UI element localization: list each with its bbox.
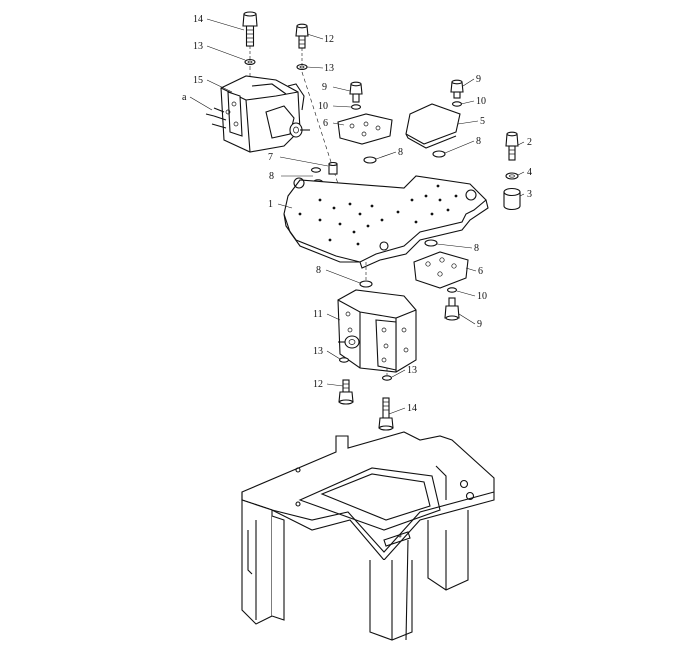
o-ring-8-c (310, 167, 322, 173)
callout-7: 7 (268, 152, 273, 163)
washer-13-lower-left (338, 357, 350, 363)
o-ring-8-f (359, 280, 373, 288)
o-ring-8-e (424, 239, 438, 247)
bolt-2 (505, 131, 519, 161)
bolt-9-lower (444, 297, 460, 321)
callout-11: 11 (313, 309, 323, 320)
callout-12-lower: 12 (313, 379, 323, 390)
callout-9-lower: 9 (477, 319, 482, 330)
callout-9-upper-right: 9 (476, 74, 481, 85)
washer-13-upper-right (296, 63, 308, 71)
callout-13-lower-left: 13 (313, 346, 323, 357)
callout-14-upper: 14 (193, 14, 203, 25)
bolt-9-upper-right (450, 79, 464, 99)
pump-15 (205, 75, 310, 153)
callout-8-center: 8 (398, 147, 403, 158)
pump-11 (337, 289, 417, 373)
washer-13-upper (244, 58, 256, 66)
callout-13-upper-left: 13 (193, 41, 203, 52)
o-ring-8-b (432, 150, 446, 158)
callout-5: 5 (480, 116, 485, 127)
washer-13-lower-right (381, 375, 393, 381)
callout-8-lower-left: 8 (316, 265, 321, 276)
callout-4: 4 (527, 167, 532, 178)
callout-labels: 14 13 15 a 12 13 9 10 6 9 10 5 8 8 7 8 2… (182, 14, 532, 414)
callout-14-lower: 14 (407, 403, 417, 414)
fitting-7 (328, 161, 338, 175)
o-ring-8-a (363, 156, 377, 164)
washer-10-upper-right (451, 101, 463, 107)
callout-2: 2 (527, 137, 532, 148)
washer-10-upper-left (350, 104, 362, 110)
bolt-14-lower (378, 397, 394, 431)
spacer-3 (503, 187, 521, 211)
callout-9-upper-left: 9 (322, 82, 327, 93)
mounting-plate-1 (283, 175, 489, 269)
callout-a: a (182, 92, 187, 103)
callout-13-upper-right: 13 (324, 63, 334, 74)
callout-8-left: 8 (269, 171, 274, 182)
callout-15: 15 (193, 75, 203, 86)
bolt-9-upper-left (349, 81, 363, 103)
callout-13-lower-right: 13 (407, 365, 417, 376)
bolt-12-lower (338, 379, 354, 405)
bolt-12-upper (295, 23, 309, 64)
callout-10-lower: 10 (477, 291, 487, 302)
leader-lines (189, 18, 525, 415)
callout-8-right: 8 (476, 136, 481, 147)
callout-3: 3 (527, 189, 532, 200)
callout-10-upper-right: 10 (476, 96, 486, 107)
washer-10-lower (446, 287, 458, 293)
callout-6-upper: 6 (323, 118, 328, 129)
cover-5 (405, 103, 461, 149)
callout-12-upper: 12 (324, 34, 334, 45)
callout-8-lower-right: 8 (474, 243, 479, 254)
bolt-14-upper (242, 11, 258, 60)
washer-4 (505, 172, 519, 180)
callout-1: 1 (268, 199, 273, 210)
frame (241, 431, 495, 641)
callout-6-lower: 6 (478, 266, 483, 277)
plate-6-lower (413, 251, 469, 289)
plate-6-upper (337, 113, 393, 145)
callout-10-upper-left: 10 (318, 101, 328, 112)
